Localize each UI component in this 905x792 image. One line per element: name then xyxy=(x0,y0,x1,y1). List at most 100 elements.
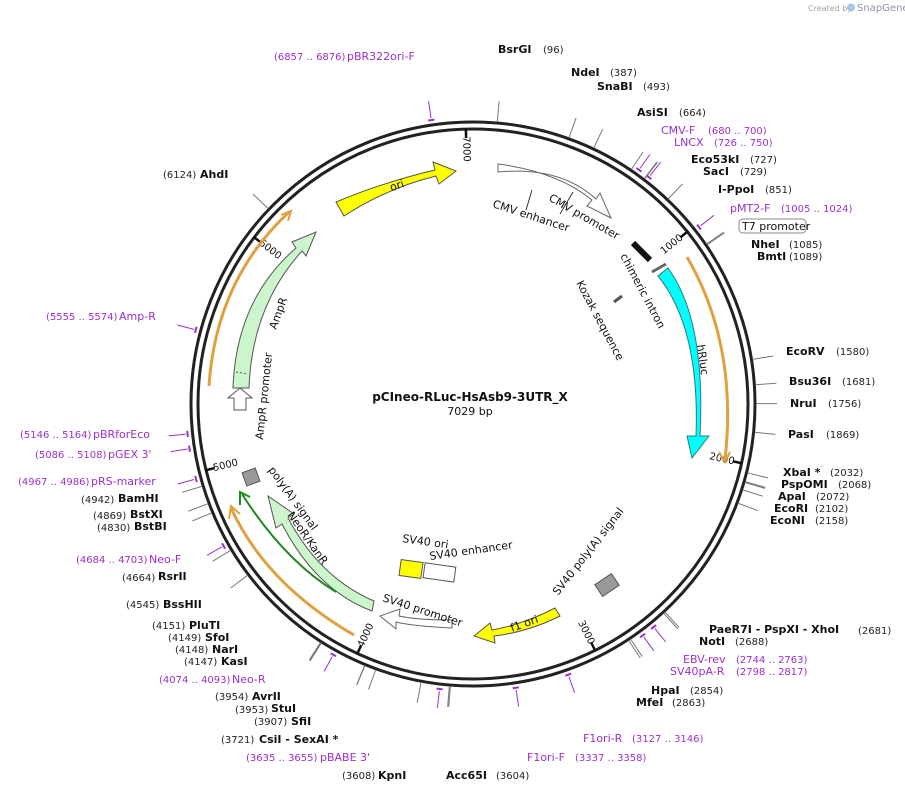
feature-sv40-polya-mark[interactable] xyxy=(594,572,620,598)
primer-lncx[interactable]: LNCX(726 .. 750) xyxy=(674,136,773,149)
site-i-ppoi[interactable]: I-PpoI(851) xyxy=(718,183,792,196)
svg-text:(3608): (3608) xyxy=(342,771,375,782)
site-bsshii[interactable]: BssHII(4545) xyxy=(126,598,202,611)
feature-cmv-promoter-arrow[interactable] xyxy=(497,163,613,220)
primer-leader xyxy=(323,656,333,672)
feature-polya-mark[interactable] xyxy=(241,467,261,487)
svg-text:(2863): (2863) xyxy=(672,698,705,709)
feature-ori-arrow[interactable] xyxy=(335,161,458,217)
feature-f1-ori-arrow[interactable] xyxy=(472,607,561,644)
primer-mark[interactable] xyxy=(221,542,226,550)
site-bstbi[interactable]: BstBI(4830) xyxy=(97,520,167,534)
site-nrui[interactable]: NruI(1756) xyxy=(790,397,861,410)
primer-mark[interactable] xyxy=(188,445,191,452)
site-apai[interactable]: ApaI(2072) xyxy=(778,490,849,503)
primer-mark[interactable] xyxy=(330,652,337,658)
site-stui[interactable]: StuI(3953) xyxy=(235,702,296,716)
site-bsrgi[interactable]: BsrGI(96) xyxy=(498,43,564,56)
site-avrii[interactable]: AvrII(3954) xyxy=(215,690,281,703)
feature-sv40-ori-mark[interactable] xyxy=(398,558,424,580)
primer-mark[interactable] xyxy=(428,118,435,122)
site-snabi[interactable]: SnaBI(493) xyxy=(597,80,670,93)
feature-hrluc-arrow[interactable] xyxy=(657,267,711,460)
primer-neo-r[interactable]: (4074 .. 4093)Neo-R xyxy=(159,673,266,686)
site-nhei[interactable]: NheI(1085) xyxy=(751,238,822,251)
plasmid-length: 7029 bp xyxy=(447,405,492,418)
site-ndei[interactable]: NdeI(387) xyxy=(571,66,637,79)
svg-text:(1089): (1089) xyxy=(789,252,822,263)
site-sfii[interactable]: SfiI(3907) xyxy=(254,715,311,728)
primer-ebv-rev[interactable]: EBV-rev(2744 .. 2763) xyxy=(683,653,808,666)
feature-sv40-promoter-arrow[interactable] xyxy=(378,608,453,631)
primer-neo-f[interactable]: (4684 .. 4703)Neo-F xyxy=(76,553,181,566)
svg-text:F1ori-F: F1ori-F xyxy=(527,751,565,764)
site-acc65i[interactable]: Acc65I(3604) xyxy=(446,769,529,782)
primer-pgex-3[interactable]: (5086 .. 5108)pGEX 3' xyxy=(35,448,152,461)
feature-kozak-mark[interactable] xyxy=(613,294,623,304)
site-bstxi[interactable]: BstXI(4869) xyxy=(93,508,163,522)
site-pasi[interactable]: PasI(1869) xyxy=(788,428,859,441)
svg-text:(4149): (4149) xyxy=(168,633,201,644)
site-pspomi[interactable]: PspOMI(2068) xyxy=(781,478,871,491)
site-csii-sexai[interactable]: CsiI - SexAI *(3721) xyxy=(221,733,339,746)
site-pluti[interactable]: PluTI(4151) xyxy=(152,619,220,632)
site-asisi[interactable]: AsiSI(664) xyxy=(637,106,706,119)
primer-mark[interactable] xyxy=(565,672,572,677)
site-ahdi[interactable]: AhdI(6124) xyxy=(163,168,228,181)
primer-mark[interactable] xyxy=(696,224,702,231)
svg-text:SV40pA-R: SV40pA-R xyxy=(670,665,725,678)
site-xbai[interactable]: XbaI *(2032) xyxy=(783,466,863,479)
primer-sv40pa-r[interactable]: SV40pA-R(2798 .. 2817) xyxy=(670,665,808,678)
site-noti[interactable]: NotI(2688) xyxy=(699,635,768,648)
site-bsu36i[interactable]: Bsu36I(1681) xyxy=(789,375,875,388)
svg-text:SnaBI: SnaBI xyxy=(597,80,633,93)
site-paer7i-pspxi-xhoi[interactable]: PaeR7I - PspXI - XhoI(2681) xyxy=(709,623,891,637)
site-leader xyxy=(212,549,232,562)
primer-pbabe-3[interactable]: (3635 .. 3655)pBABE 3' xyxy=(246,751,370,764)
site-saci[interactable]: SacI(729) xyxy=(703,165,767,178)
site-kpni[interactable]: KpnI(3608) xyxy=(342,769,406,782)
primer-pmt2-f[interactable]: pMT2-F(1005 .. 1024) xyxy=(730,202,853,215)
primer-mark[interactable] xyxy=(193,326,198,334)
site-ecori[interactable]: EcoRI(2102) xyxy=(774,502,848,515)
primer-mark[interactable] xyxy=(635,167,643,173)
site-bamhi[interactable]: BamHI(4942) xyxy=(81,492,159,506)
primer-mark[interactable] xyxy=(650,624,657,630)
site-bmti[interactable]: BmtI(1089) xyxy=(757,250,822,263)
primer-leader xyxy=(177,324,194,330)
svg-text:BamHI: BamHI xyxy=(118,492,159,505)
feature-sv40-enhancer-mark[interactable] xyxy=(422,562,457,583)
site-sfoi[interactable]: SfoI(4149) xyxy=(168,631,229,644)
svg-text:RsrII: RsrII xyxy=(158,570,187,583)
primer-prs-marker[interactable]: (4967 .. 4986)pRS-marker xyxy=(18,475,156,488)
svg-text:(4074 .. 4093): (4074 .. 4093) xyxy=(159,675,231,686)
primer-f1ori-f[interactable]: F1ori-F(3337 .. 3358) xyxy=(527,751,647,764)
feature-ampr-promoter-arrow[interactable] xyxy=(226,387,254,411)
primer-mark[interactable] xyxy=(194,475,198,483)
primer-mark[interactable] xyxy=(512,686,520,690)
primer-leader xyxy=(643,636,655,652)
site-rsrii[interactable]: RsrII(4664) xyxy=(122,570,187,584)
feature-f1-ori-label: f1 ori xyxy=(509,613,540,635)
site-nari[interactable]: NarI(4148) xyxy=(175,643,238,656)
primer-mark[interactable] xyxy=(436,687,443,691)
primer-amp-r[interactable]: (5555 .. 5574)Amp-R xyxy=(46,310,156,323)
feature-neo-arrow[interactable] xyxy=(267,494,375,612)
site-leader xyxy=(744,482,766,489)
primer-pbr322ori-f[interactable]: (6857 .. 6876)pBR322ori-F xyxy=(274,50,415,63)
primer-pbrforeco[interactable]: (5146 .. 5164)pBRforEco xyxy=(20,428,150,441)
site-mfei[interactable]: MfeI(2863) xyxy=(636,696,705,709)
site-econi[interactable]: EcoNI(2158) xyxy=(770,514,848,527)
site-eco53ki[interactable]: Eco53kI(727) xyxy=(691,153,777,166)
primer-cmv-f[interactable]: CMV-F(680 .. 700) xyxy=(661,124,767,137)
svg-text:Bsu36I: Bsu36I xyxy=(789,375,831,388)
primer-mark[interactable] xyxy=(186,430,189,438)
site-kasi[interactable]: KasI(4147) xyxy=(184,655,248,668)
site-hpai[interactable]: HpaI(2854) xyxy=(651,684,723,697)
primer-f1ori-r[interactable]: F1ori-R(3127 .. 3146) xyxy=(583,732,704,745)
site-ecorv[interactable]: EcoRV(1580) xyxy=(786,345,869,358)
tick-4000 xyxy=(355,644,363,655)
feature-chimeric-intron-mark[interactable] xyxy=(630,240,653,263)
feature-t7-mark[interactable] xyxy=(651,262,667,274)
primer-mark[interactable] xyxy=(639,632,646,639)
